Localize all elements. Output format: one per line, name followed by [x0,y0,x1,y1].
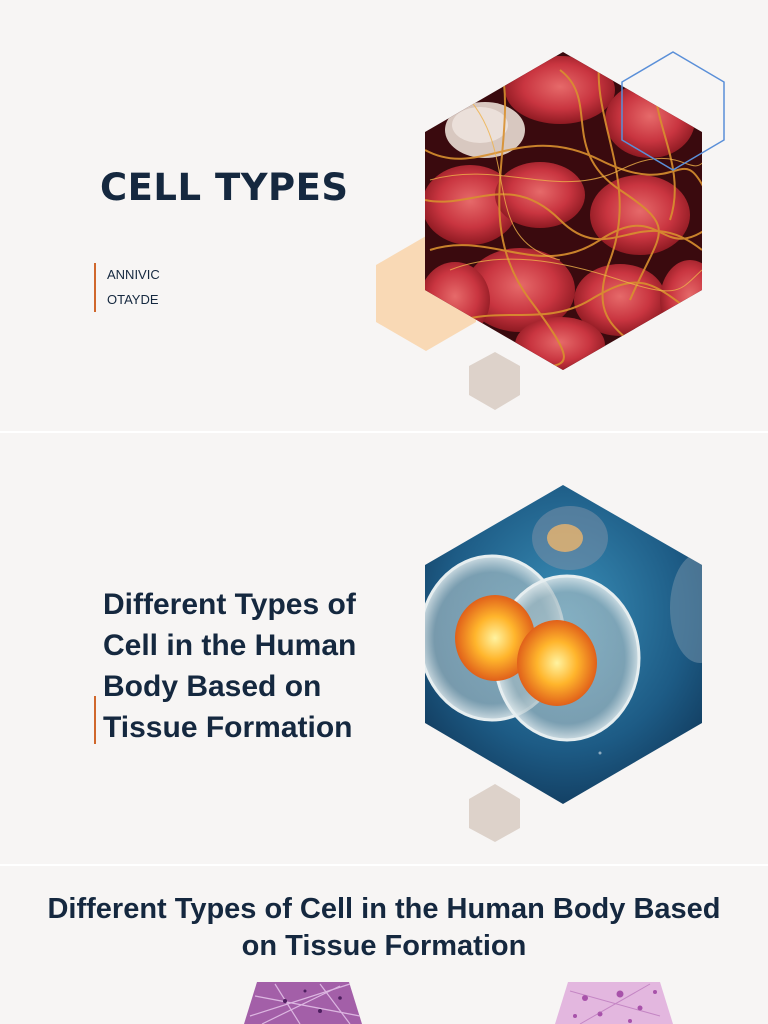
author-last-name: OTAYDE [107,292,159,307]
author-first-name: ANNIVIC [107,267,160,282]
slide-1-title: CELL TYPES [100,166,349,209]
slide-1: CELL TYPES ANNIVIC OTAYDE [0,0,768,431]
author-name: ANNIVIC OTAYDE [107,262,160,312]
slide-1-decoration [376,51,725,410]
slide-3-decoration [244,982,673,1024]
gray-hexagon-shape [469,352,520,410]
slide-3-title: Different Types of Cell in the Human Bod… [47,893,721,962]
slide-2 [0,433,768,864]
gray-hexagon-shape-2 [469,784,520,842]
slide-2-accent-bar [94,696,96,744]
slide-2-decoration [425,485,702,842]
dividing-cell-image [425,485,702,804]
slide-1-accent-bar [94,263,96,312]
slide-3 [0,866,768,1024]
slide-2-title: Different Types of Cell in the Human Bod… [103,588,357,744]
tissue-micrograph-right [555,982,673,1024]
outline-hexagon-shape [621,51,725,171]
tissue-micrograph-left [244,982,362,1024]
